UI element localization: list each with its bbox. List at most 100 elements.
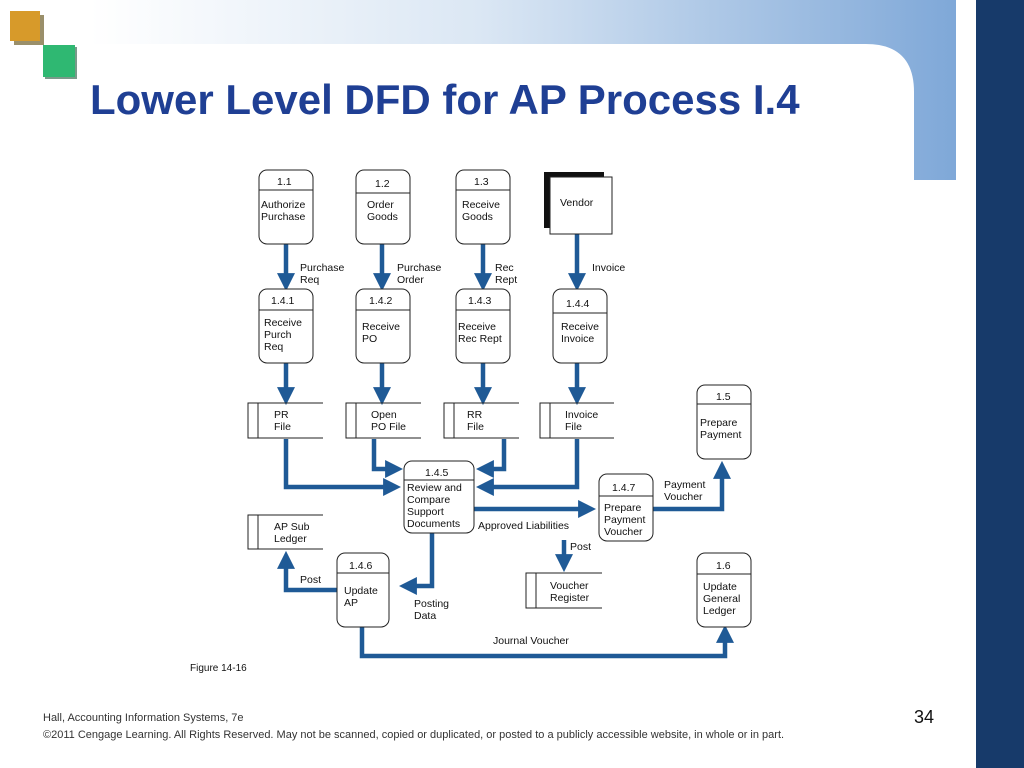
- label-posting-data-1: Posting: [414, 598, 449, 610]
- store-voucher-register-line1: Voucher: [550, 580, 589, 592]
- label-posting-data-2: Data: [414, 610, 436, 622]
- process-1-4-7: [598, 473, 654, 542]
- process-1-5-line1: Prepare: [700, 417, 738, 429]
- flow-inv-to-review: [475, 439, 580, 496]
- process-1-4-7-line3: Voucher: [604, 526, 643, 538]
- store-rr-file-line1: RR: [467, 409, 483, 421]
- label-purchase-order-2: Order: [397, 274, 424, 286]
- flow-journal-voucher: [359, 624, 734, 659]
- process-1-4-1-line1: Receive: [264, 317, 302, 329]
- flow-payment-voucher: [652, 460, 731, 512]
- process-1-4-4-id: 1.4.4: [566, 298, 590, 310]
- store-open-po-line2: PO File: [371, 421, 406, 433]
- process-1-6-line3: Ledger: [703, 605, 736, 617]
- store-invoice-file-line2: File: [565, 421, 582, 433]
- flow-posting-data: [398, 532, 435, 595]
- store-invoice-file-line1: Invoice: [565, 409, 598, 421]
- flow-pr-to-review: [283, 439, 402, 496]
- label-payment-voucher-2: Voucher: [664, 491, 703, 503]
- label-rec-rept-1: Rec: [495, 262, 514, 274]
- process-1-4-3-id: 1.4.3: [468, 295, 492, 307]
- process-1-4-3-line2: Rec Rept: [458, 333, 502, 345]
- store-rr-file-line2: File: [467, 421, 484, 433]
- green-square: [43, 45, 75, 77]
- vendor-label: Vendor: [560, 197, 594, 209]
- store-open-po-line1: Open: [371, 409, 397, 421]
- process-1-4-3: [455, 288, 511, 364]
- flow-post-ap: [277, 550, 337, 593]
- process-1-3-id: 1.3: [474, 176, 489, 188]
- store-voucher-register-line2: Register: [550, 592, 590, 604]
- process-1-4-5-id: 1.4.5: [425, 467, 449, 479]
- label-invoice: Invoice: [592, 262, 625, 274]
- flow-lines: [277, 233, 734, 659]
- header-band: [90, 0, 956, 180]
- process-1-3-line2: Goods: [462, 211, 493, 223]
- process-1-1-line2: Purchase: [261, 211, 306, 223]
- process-1-4-7-line2: Payment: [604, 514, 646, 526]
- slide-number: 34: [914, 707, 935, 727]
- process-1-4-2-line1: Receive: [362, 321, 400, 333]
- process-1-4-2-id: 1.4.2: [369, 295, 393, 307]
- flow-po-to-review: [371, 439, 404, 478]
- process-1-6-line2: General: [703, 593, 740, 605]
- slide-title: Lower Level DFD for AP Process I.4: [90, 76, 800, 123]
- process-1-4-5-line2: Compare: [407, 494, 450, 506]
- process-1-4-6-id: 1.4.6: [349, 560, 373, 572]
- process-1-6-line1: Update: [703, 581, 737, 593]
- store-ap-sub-ledger-line2: Ledger: [274, 533, 307, 545]
- process-1-5-id: 1.5: [716, 391, 731, 403]
- store-pr-file-line1: PR: [274, 409, 289, 421]
- process-1-4-5-line3: Support: [407, 506, 444, 518]
- process-1-6: [696, 552, 752, 628]
- process-1-6-id: 1.6: [716, 560, 731, 572]
- label-purchase-req-2: Req: [300, 274, 319, 286]
- label-post-voucher: Post: [570, 541, 591, 553]
- process-1-4-6-line2: AP: [344, 597, 358, 609]
- process-1-4-4: [552, 288, 608, 364]
- flow-rr-to-review: [475, 439, 507, 478]
- process-1-4-5: [403, 460, 475, 534]
- label-payment-voucher-1: Payment: [664, 479, 706, 491]
- process-1-5-line2: Payment: [700, 429, 742, 441]
- process-1-4-7-line1: Prepare: [604, 502, 642, 514]
- process-1-4-2-line2: PO: [362, 333, 377, 345]
- vendor-entity: [549, 176, 613, 235]
- process-1-4-6-line1: Update: [344, 585, 378, 597]
- process-dividers: [259, 189, 751, 575]
- process-1-4-2: [355, 288, 411, 364]
- store-open-po-file: [345, 402, 421, 439]
- process-1-3: [455, 169, 511, 245]
- label-journal-voucher: Journal Voucher: [493, 635, 569, 647]
- process-1-2: [355, 169, 411, 245]
- store-pr-file: [247, 402, 323, 439]
- data-stores: [247, 402, 614, 609]
- process-1-1-id: 1.1: [277, 176, 292, 188]
- process-1-4-1-id: 1.4.1: [271, 295, 295, 307]
- store-ap-sub-ledger: [247, 514, 323, 550]
- process-1-4-3-line1: Receive: [458, 321, 496, 333]
- store-invoice-file: [539, 402, 614, 439]
- process-1-4-5-line4: Documents: [407, 518, 460, 530]
- process-1-3-line1: Receive: [462, 199, 500, 211]
- process-1-4-5-line1: Review and: [407, 482, 462, 494]
- process-1-2-line1: Order: [367, 199, 394, 211]
- process-1-4-1-line3: Req: [264, 341, 283, 353]
- process-1-2-id: 1.2: [375, 178, 390, 190]
- process-1-1-line1: Authorize: [261, 199, 306, 211]
- process-1-4-1-line2: Purch: [264, 329, 292, 341]
- store-rr-file: [443, 402, 519, 439]
- store-ap-sub-ledger-line1: AP Sub: [274, 521, 310, 533]
- label-approved-liabilities: Approved Liabilities: [478, 520, 569, 532]
- footer-citation: Hall, Accounting Information Systems, 7e: [43, 712, 244, 724]
- label-rec-rept-2: Rept: [495, 274, 517, 286]
- store-pr-file-line2: File: [274, 421, 291, 433]
- label-purchase-order-1: Purchase: [397, 262, 442, 274]
- right-bar: [976, 0, 1024, 768]
- process-1-1: [258, 169, 314, 245]
- orange-square-face: [10, 11, 40, 41]
- process-1-4-4-line2: Invoice: [561, 333, 594, 345]
- process-1-2-line2: Goods: [367, 211, 398, 223]
